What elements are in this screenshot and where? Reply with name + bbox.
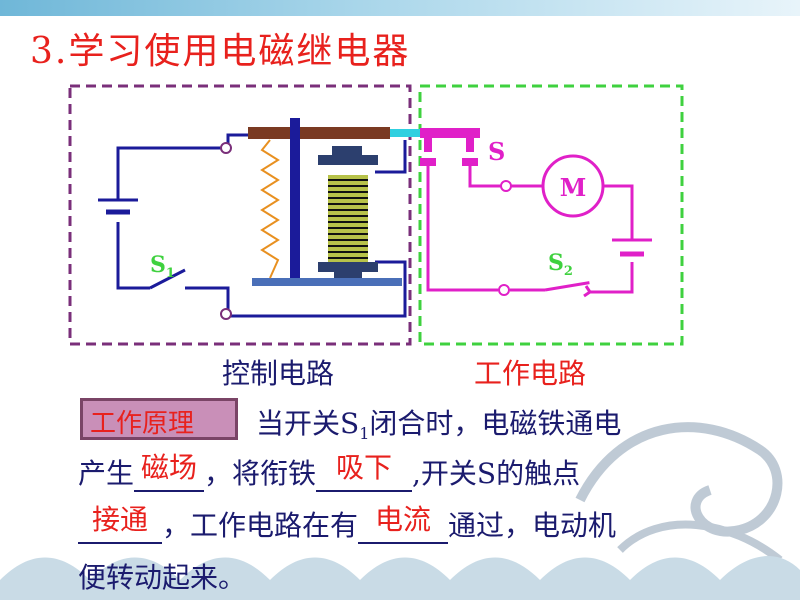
coil-body [328, 175, 368, 263]
label-s1: S1 [150, 252, 175, 281]
armature [248, 127, 390, 139]
core-top-cap [318, 155, 378, 165]
wave-decoration [0, 556, 800, 600]
contact-bar-top [420, 128, 480, 138]
control-circuit-wires [116, 133, 407, 318]
work-circuit-label: 工作电路 [474, 357, 587, 390]
contact-right-top [466, 138, 474, 152]
answer-blank-1: 磁场 [134, 451, 205, 492]
core-top-knob [332, 146, 362, 156]
label-s2: S2 [548, 250, 573, 279]
terminal-top [220, 142, 232, 154]
control-circuit-label: 控制电路 [222, 357, 335, 390]
answer-blank-3: 接通 [78, 503, 162, 544]
control-circuit-box [68, 84, 412, 346]
top-banner [0, 0, 800, 16]
terminal-bottom [220, 308, 232, 320]
switch-s1-blade [149, 268, 186, 290]
principle-tag-box [80, 398, 238, 440]
label-switch-s: S [488, 137, 505, 166]
work-circuit-box [418, 84, 684, 346]
dragon-watermark-icon [575, 422, 783, 564]
answer-blank-4: 电流 [358, 503, 449, 544]
terminal-work-1 [500, 180, 512, 192]
pivot-post [290, 118, 300, 278]
contact-left-top [424, 138, 432, 152]
answer-blank-2: 吸下 [316, 451, 413, 492]
switch-s2-hook [583, 285, 593, 298]
principle-line-2: 产生磁场 ，将衔铁吸下 ,开关S的触点 [78, 451, 581, 492]
page-title: 3.学习使用电磁继电器 [30, 31, 411, 72]
terminal-work-2 [498, 284, 510, 296]
contact-right-bottom [462, 158, 478, 166]
contact-left-bottom [420, 158, 436, 166]
principle-line-3: 接通 ，工作电路在有电流 通过，电动机 [78, 503, 616, 544]
insulating-link [390, 129, 420, 137]
motor-icon [541, 154, 605, 218]
switch-s2-blade [544, 281, 590, 292]
work-circuit-wires [426, 166, 634, 294]
coil-windings [328, 179, 368, 259]
principle-line-1: 当开关S1闭合时，电磁铁通电 [256, 407, 622, 443]
core-bottom-knob [334, 270, 362, 278]
spring [260, 139, 280, 279]
principle-line-4: 便转动起来。 [78, 561, 247, 594]
core-bottom-cap [318, 262, 378, 272]
label-motor: M [560, 173, 587, 202]
relay-base [252, 278, 402, 286]
principle-tag: 工作原理 [90, 409, 195, 439]
